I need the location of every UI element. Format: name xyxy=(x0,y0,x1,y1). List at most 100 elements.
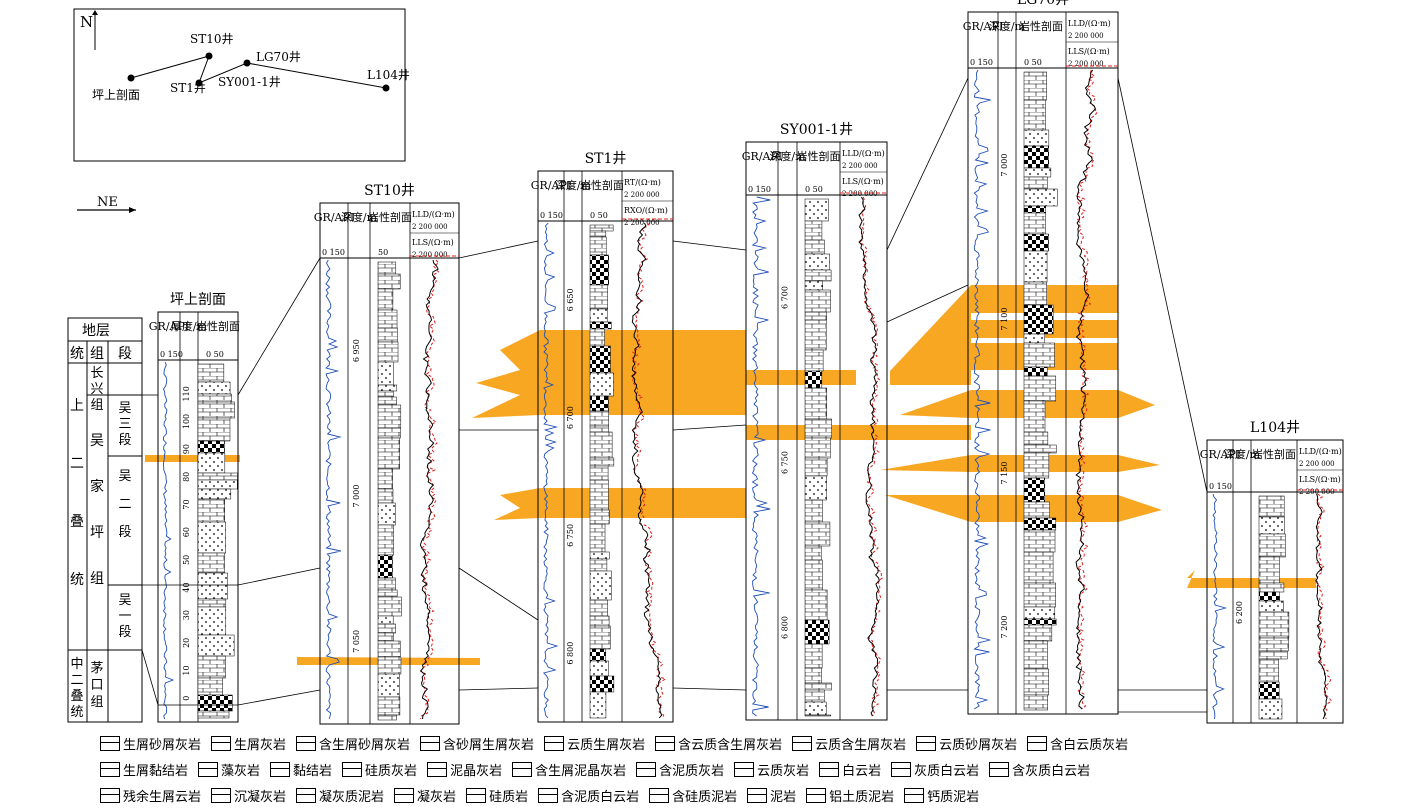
correlation-line xyxy=(886,284,969,323)
res-scale: 2 200 000 xyxy=(1299,460,1335,468)
res-deep-curve xyxy=(1075,69,1097,710)
litho-bed xyxy=(1023,71,1047,101)
litho-bed xyxy=(804,253,830,271)
litho-bed xyxy=(197,393,232,403)
litho-scale: 50 xyxy=(378,248,388,257)
litho-bed xyxy=(1023,342,1055,368)
res-deep-curve xyxy=(419,259,439,720)
lithology-legend: 生屑砂屑灰岩生屑灰岩含生屑砂屑灰岩含砂屑生屑灰岩云质生屑灰岩含云质含生屑灰岩云质… xyxy=(100,730,1300,808)
legend-swatch-icon xyxy=(394,787,415,803)
legend-swatch-icon xyxy=(342,761,363,777)
legend-item: 含生屑泥晶灰岩 xyxy=(512,760,626,779)
legend-label: 凝灰质泥岩 xyxy=(319,789,385,805)
inset-well-label: ST1井 xyxy=(170,81,206,95)
inset-well-label: 坪上剖面 xyxy=(92,88,140,102)
litho-bed xyxy=(1023,477,1046,503)
correlation-line xyxy=(458,567,539,621)
legend-swatch-icon xyxy=(296,735,317,751)
litho-bed xyxy=(1023,624,1053,642)
litho-bed xyxy=(804,437,831,459)
litho-bed xyxy=(589,284,608,310)
litho-bed xyxy=(804,289,831,313)
correlation-line xyxy=(142,567,321,586)
member-label-char: 二 xyxy=(118,497,131,512)
legend-label: 云质含生屑灰岩 xyxy=(815,737,907,753)
depth-tick-label: 7 000 xyxy=(1000,154,1009,177)
formation-label-char: 茅 xyxy=(90,661,103,676)
legend-swatch-icon xyxy=(100,787,120,803)
litho-bed xyxy=(804,714,832,717)
well-location-dot xyxy=(205,52,213,60)
well-frame xyxy=(537,170,674,723)
litho-bed xyxy=(1258,591,1280,602)
res2-header: LLS/(Ω·m) xyxy=(842,177,884,186)
res-scale: 2 200 000 xyxy=(1068,60,1104,68)
well-frame xyxy=(745,141,888,721)
res2-header: LLS/(Ω·m) xyxy=(1299,475,1341,484)
well-location-dot xyxy=(382,84,390,92)
res-shallow-curve xyxy=(1315,493,1333,720)
well-location-dot xyxy=(243,59,251,67)
gr-curve xyxy=(751,196,771,717)
legend-item: 生屑黏结岩 xyxy=(100,760,188,779)
litho-bed xyxy=(804,545,822,561)
well-name: L104井 xyxy=(1250,420,1300,436)
legend-item: 含硅质泥岩 xyxy=(649,786,737,805)
litho-bed xyxy=(1023,129,1050,147)
depth-header: 深度/m xyxy=(341,210,378,224)
legend-item: 含泥质白云岩 xyxy=(538,786,639,805)
legend-swatch-icon xyxy=(649,787,670,803)
legend-swatch-icon xyxy=(819,761,840,777)
formation-label: 长兴组 xyxy=(90,366,103,413)
litho-scale: 0 50 xyxy=(206,350,224,359)
litho-bed xyxy=(377,640,401,658)
legend-label: 硅质岩 xyxy=(489,789,529,805)
res-scale: 2 200 000 xyxy=(412,251,448,259)
legend-swatch-icon xyxy=(211,787,232,803)
litho-bed xyxy=(197,598,227,608)
litho-bed xyxy=(589,558,608,572)
litho-bed xyxy=(804,589,828,621)
litho-bed xyxy=(377,427,401,439)
litho-bed xyxy=(377,596,402,617)
litho-bed xyxy=(377,656,402,675)
gr-scale: 0 150 xyxy=(540,211,563,220)
legend-swatch-icon xyxy=(512,761,533,777)
gr-header: GR/API xyxy=(149,320,189,333)
litho-bed xyxy=(377,589,398,598)
litho-bed xyxy=(197,417,231,442)
inset-frame xyxy=(73,8,406,162)
depth-tick-label: 50 xyxy=(182,555,191,565)
litho-header: 岩性剖面 xyxy=(1019,19,1063,33)
legend-item: 硅质岩 xyxy=(466,786,528,805)
legend-label: 含生屑泥晶灰岩 xyxy=(535,763,627,779)
series-label-char: 叠 xyxy=(70,689,83,704)
legend-item: 含泥质灰岩 xyxy=(636,760,724,779)
depth-tick-label: 6 800 xyxy=(781,616,790,639)
legend-swatch-icon xyxy=(916,735,937,751)
litho-bed xyxy=(1258,600,1284,613)
litho-bed xyxy=(197,488,232,500)
litho-bed xyxy=(377,615,394,625)
litho-bed xyxy=(589,523,606,553)
litho-bed xyxy=(1258,658,1279,683)
legend-label: 泥岩 xyxy=(770,789,797,805)
legend-item: 生屑砂屑灰岩 xyxy=(100,734,201,753)
legend-label: 含白云质灰岩 xyxy=(1050,737,1129,753)
litho-scale: 0 50 xyxy=(1024,58,1042,67)
well-name: SY001-1井 xyxy=(780,122,853,138)
litho-header: 岩性剖面 xyxy=(1252,447,1296,461)
res-scale: 2 200 000 xyxy=(412,223,448,231)
litho-bed xyxy=(804,643,823,669)
litho-bed xyxy=(197,363,225,383)
res2-header: LLS/(Ω·m) xyxy=(412,238,454,247)
litho-bed xyxy=(1023,145,1049,169)
legend-label: 云质灰岩 xyxy=(757,763,810,779)
gr-header: GR/API xyxy=(314,211,354,224)
inset-line xyxy=(198,55,387,89)
litho-bed xyxy=(1258,681,1280,700)
strat-column: 地层统组段上二叠统中二叠统长兴组吴家坪组茅口组吴三段吴二段吴一段 xyxy=(67,317,143,723)
